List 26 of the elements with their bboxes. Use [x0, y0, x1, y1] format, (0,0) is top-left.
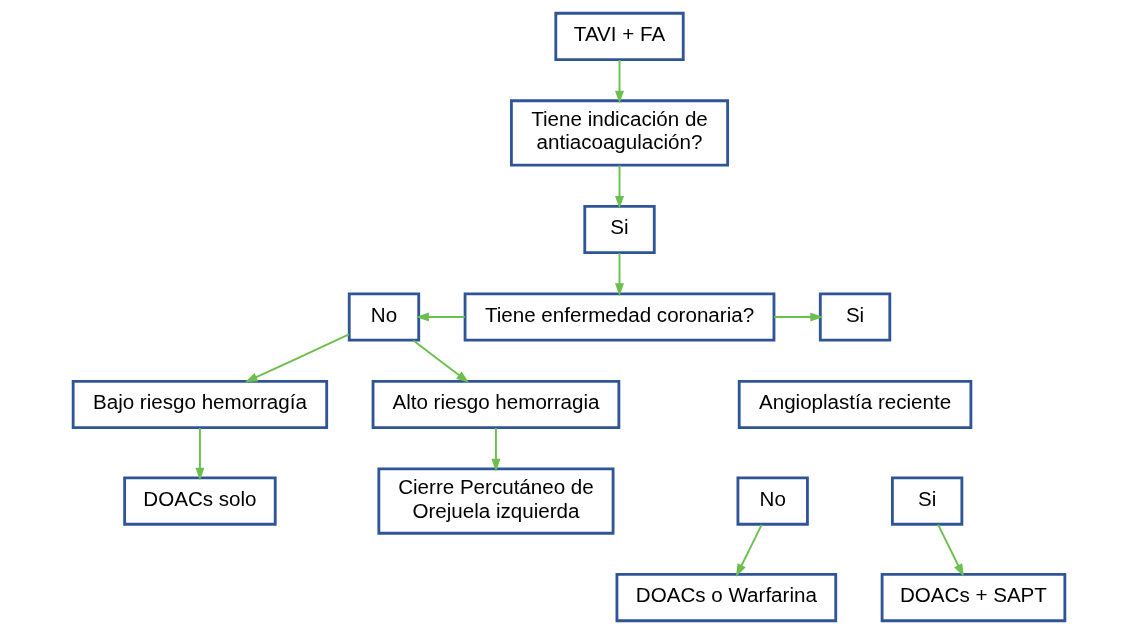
node-box: Si — [583, 204, 656, 255]
node-box: Bajo riesgo hemorragía — [71, 379, 329, 430]
node-box: DOACs solo — [123, 476, 277, 526]
arrow — [937, 523, 964, 577]
node-box: Angioplastía reciente — [737, 379, 973, 430]
arrow — [416, 312, 466, 322]
node-box: Si — [890, 476, 964, 526]
node-box: Cierre Percutáneo de Orejuela izquierda — [377, 467, 615, 535]
arrow — [412, 339, 470, 383]
arrow — [195, 427, 205, 481]
node-box: Si — [818, 292, 892, 342]
node-box: Tiene enfermedad coronaria? — [463, 292, 776, 342]
node-box: DOACs + SAPT — [880, 573, 1067, 623]
node-box: TAVI + FA — [554, 11, 685, 61]
node-box: Alto riesgo hemorragia — [371, 379, 621, 430]
arrow — [615, 164, 625, 209]
arrow — [615, 59, 625, 104]
node-box: DOACs o Warfarina — [615, 573, 838, 623]
node-box: No — [736, 476, 809, 526]
node-box: No — [347, 292, 421, 342]
arrow — [615, 252, 625, 297]
arrow — [244, 333, 350, 383]
node-box: Tiene indicación de antiacoagulación? — [510, 99, 730, 167]
arrow — [735, 523, 763, 577]
arrow — [491, 427, 501, 472]
arrow — [773, 312, 824, 322]
